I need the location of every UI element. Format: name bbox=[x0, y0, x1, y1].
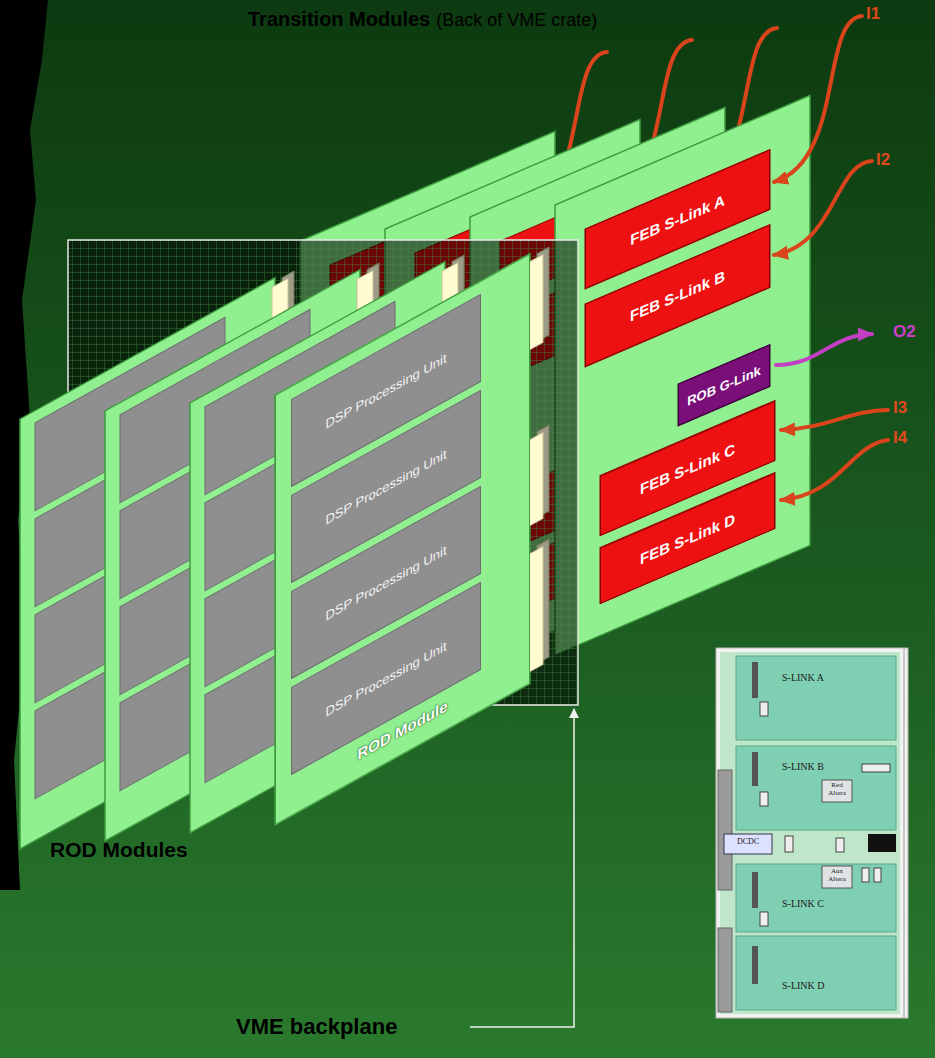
chip bbox=[862, 868, 869, 882]
dcdc-module bbox=[724, 834, 772, 854]
input-arrow bbox=[774, 16, 862, 182]
title-note: (Back of VME crate) bbox=[436, 10, 597, 31]
fpga-chip bbox=[822, 780, 852, 802]
chip bbox=[760, 792, 768, 806]
chip-label: Red Altera bbox=[822, 782, 852, 797]
board-label-holder: S-LINK D bbox=[782, 980, 825, 991]
group-label: ROD Modules bbox=[50, 838, 188, 862]
board-label-holder: S-LINK C bbox=[782, 898, 824, 909]
board-label-holder: S-LINK A bbox=[782, 672, 824, 683]
fpga-chip bbox=[822, 866, 852, 888]
board-label: S-LINK D bbox=[782, 980, 825, 991]
board-label: S-LINK B bbox=[782, 761, 824, 772]
input-arrow bbox=[781, 410, 888, 430]
board-label: S-LINK A bbox=[782, 672, 824, 683]
chip bbox=[760, 702, 768, 716]
chip-label-holder: DCDC bbox=[724, 838, 772, 847]
board-label-holder: S-LINK B bbox=[782, 761, 824, 772]
edge-connector bbox=[718, 928, 732, 1012]
callout-number-holder: O2 bbox=[893, 322, 916, 342]
chip bbox=[785, 836, 793, 852]
callout-number: I2 bbox=[876, 150, 890, 170]
callout-number: O2 bbox=[893, 322, 916, 342]
part-label-holder: VME backplane bbox=[236, 1014, 397, 1040]
chip-label: Aux Altera bbox=[822, 868, 852, 883]
callout-number: I3 bbox=[893, 398, 907, 418]
mezzanine-panel bbox=[736, 864, 896, 932]
photo-frame bbox=[716, 648, 908, 1018]
callout-number: I4 bbox=[893, 428, 907, 448]
callout-number: I1 bbox=[866, 4, 880, 24]
chip bbox=[760, 912, 768, 926]
diagram-title: Transition Modules bbox=[248, 8, 430, 31]
leader-line bbox=[470, 709, 574, 1027]
transition-card bbox=[555, 95, 810, 655]
chip-label-holder: Red Altera bbox=[822, 782, 852, 797]
connector-strip bbox=[752, 662, 758, 698]
chip bbox=[836, 838, 844, 852]
mezzanine-panel bbox=[736, 656, 896, 740]
part-label: VME backplane bbox=[236, 1014, 397, 1040]
callout-number-holder: I3 bbox=[893, 398, 907, 418]
connector-strip bbox=[752, 872, 758, 908]
photo-edge bbox=[903, 648, 905, 1018]
chip-label-holder: Aux Altera bbox=[822, 868, 852, 883]
group-label-holder: ROD Modules bbox=[50, 838, 188, 862]
edge-connector bbox=[718, 770, 732, 890]
board-photo bbox=[716, 648, 908, 1018]
input-arrow bbox=[774, 161, 872, 255]
black-component bbox=[868, 834, 896, 852]
chip bbox=[874, 868, 881, 882]
chip-label: DCDC bbox=[724, 838, 772, 847]
title-row: Transition Modules (Back of VME crate) bbox=[248, 8, 597, 31]
connector-strip bbox=[752, 946, 758, 984]
callout-number-holder: I4 bbox=[893, 428, 907, 448]
mezzanine-panel bbox=[736, 936, 896, 1010]
output-arrow bbox=[776, 334, 872, 365]
mezzanine-panel bbox=[736, 746, 896, 830]
chip bbox=[862, 764, 890, 772]
callout-number-holder: I1 bbox=[866, 4, 880, 24]
board-label: S-LINK C bbox=[782, 898, 824, 909]
connector-strip bbox=[752, 752, 758, 786]
pcb bbox=[720, 652, 900, 1014]
input-arrow bbox=[781, 440, 888, 500]
rod-card bbox=[275, 243, 549, 825]
callout-number-holder: I2 bbox=[876, 150, 890, 170]
